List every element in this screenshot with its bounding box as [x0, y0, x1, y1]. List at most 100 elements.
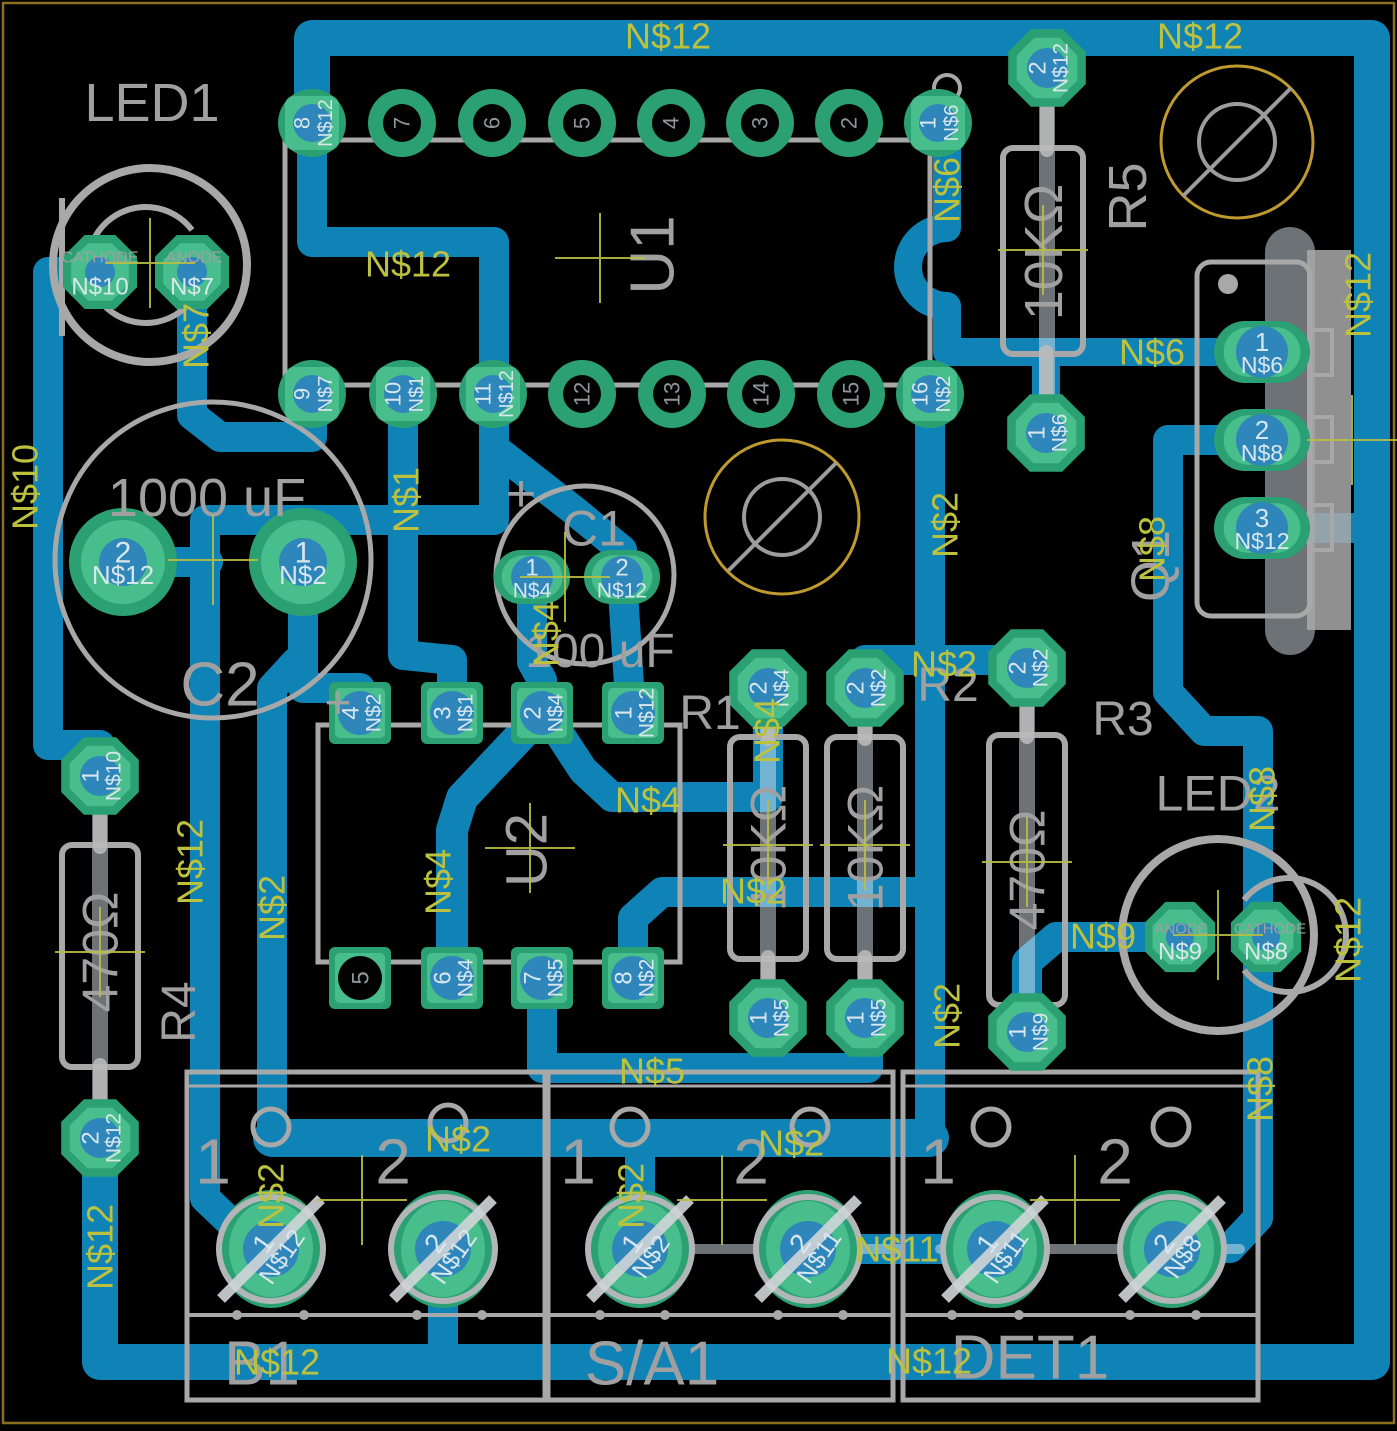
- pad-hole: [474, 375, 512, 413]
- pad-R3-1[interactable]: 1N$9: [988, 993, 1066, 1071]
- pad-B1-1[interactable]: 1N$12: [216, 1190, 326, 1308]
- pad-label: N$6: [941, 105, 963, 142]
- pad-DET1-2[interactable]: 2N$8: [1117, 1190, 1227, 1308]
- pad-label: 7: [390, 117, 415, 129]
- silk-shape-47: [838, 1310, 848, 1320]
- pad-label: N$2: [933, 376, 955, 413]
- b1-outline: [184, 1069, 548, 1403]
- pad-Q1-2[interactable]: 2N$8: [1214, 409, 1310, 471]
- trace-n2-left-vert[interactable]: [257, 647, 311, 1153]
- pad-label: N$8: [1241, 440, 1283, 466]
- pad-label: 3: [429, 706, 456, 719]
- pad-label: 1: [295, 537, 312, 570]
- pad-C1-2[interactable]: 2N$12: [584, 550, 660, 604]
- pad-B1-2[interactable]: 2N$12: [388, 1190, 498, 1308]
- pad-label: 7: [519, 971, 546, 984]
- pad-hole: [384, 375, 422, 413]
- pad-U1-13[interactable]: 13: [638, 360, 706, 428]
- pad-R5-1[interactable]: 1N$6: [1007, 394, 1085, 472]
- pad-U2-8[interactable]: 8N$2: [602, 947, 664, 1009]
- pad-LED1-CATHODE[interactable]: N$10: [63, 235, 137, 309]
- pad-SA1-1[interactable]: 1N$2: [585, 1190, 695, 1308]
- origin-crosshair: [105, 218, 195, 308]
- pad-SA1-2[interactable]: 2N$11: [753, 1190, 863, 1308]
- silk-text: U1: [619, 215, 688, 294]
- pad-slash: [586, 1195, 694, 1303]
- sa1-outline: [545, 1069, 896, 1403]
- pad-U2-5[interactable]: 5: [329, 947, 391, 1009]
- net-label: N$12: [625, 16, 711, 57]
- pad-label: 1: [745, 1011, 772, 1024]
- pad-U2-6[interactable]: 6N$4: [421, 947, 483, 1009]
- mount-hole-top-right[interactable]: [1159, 64, 1315, 220]
- pad-label: 16: [908, 382, 933, 406]
- trace-n6[interactable]: [894, 109, 1276, 366]
- pad-LED1-ANODE[interactable]: N$7: [155, 235, 229, 309]
- pad-U1-14[interactable]: 14: [727, 360, 795, 428]
- pad-U1-12[interactable]: 12: [548, 360, 616, 428]
- pad-hole: [832, 375, 870, 413]
- pad-hole: [563, 104, 601, 142]
- pad-U2-7[interactable]: 7N$5: [511, 947, 573, 1009]
- silk-shape-51: [1191, 1310, 1201, 1320]
- pad-LED2-ANODE[interactable]: N$9: [1144, 901, 1216, 973]
- pad-R4-1[interactable]: 1N$10: [61, 737, 139, 815]
- pad-C2-1[interactable]: 1N$2: [249, 508, 357, 616]
- pad-R5-2[interactable]: 2N$12: [1008, 29, 1086, 107]
- pad-hole: [293, 104, 331, 142]
- pad-U1-7[interactable]: 7: [368, 89, 436, 157]
- pad-U1-5[interactable]: 5: [548, 89, 616, 157]
- silk-shape-41: [299, 1310, 309, 1320]
- pad-label: N$5: [544, 959, 567, 998]
- pad-R1-1[interactable]: 1N$5: [729, 979, 807, 1057]
- net-label: N$12: [234, 1342, 320, 1383]
- mount-hole-center[interactable]: [703, 438, 861, 596]
- pad-U1-4[interactable]: 4: [637, 89, 705, 157]
- pad-slash: [217, 1195, 325, 1303]
- pad-R2-1[interactable]: 1N$5: [826, 979, 904, 1057]
- pad-label: N$5: [770, 999, 793, 1038]
- pad-U2-3[interactable]: 3N$1: [421, 682, 483, 744]
- pad-label: 1: [610, 706, 637, 719]
- net-label: N$12: [1328, 897, 1369, 983]
- silk-text: R2: [917, 659, 978, 712]
- pad-U1-6[interactable]: 6: [458, 89, 526, 157]
- pad-label: N$7: [170, 273, 214, 300]
- pad-label: 6: [429, 971, 456, 984]
- det1-pin2-circle: [1150, 1106, 1192, 1148]
- pad-hole: [99, 538, 147, 586]
- pad-U1-2[interactable]: 2: [815, 89, 883, 157]
- pad-U2-4[interactable]: 4N$2: [329, 682, 391, 744]
- pad-label: N$10: [102, 751, 125, 801]
- pad-LED2-CATHODE[interactable]: N$8: [1230, 901, 1302, 973]
- pad-Q1-1[interactable]: 1N$6: [1214, 321, 1310, 383]
- pad-slash: [1118, 1195, 1226, 1303]
- origin-crosshair: [820, 800, 910, 890]
- pad-Q1-3[interactable]: 3N$12: [1214, 497, 1310, 559]
- net-label: N$9: [1070, 916, 1136, 957]
- pad-R2-2[interactable]: 2N$2: [826, 649, 904, 727]
- pad-U2-1[interactable]: 1N$12: [602, 682, 664, 744]
- pad-C2-2[interactable]: 2N$12: [69, 508, 177, 616]
- pad-drill-ring: [940, 1194, 1050, 1304]
- pad-DET1-1[interactable]: 1N$11: [940, 1190, 1050, 1308]
- pad-R1-2[interactable]: 2N$4: [729, 649, 807, 727]
- pad-R3-2[interactable]: 2N$2: [988, 629, 1066, 707]
- pad-U2-2[interactable]: 2N$4: [511, 682, 573, 744]
- pad-label: N$12: [315, 99, 337, 147]
- pad-label: N$1: [454, 694, 477, 733]
- pad-hole: [520, 691, 564, 735]
- trace-n4-diag[interactable]: [436, 697, 558, 994]
- pad-U1-3[interactable]: 3: [726, 89, 794, 157]
- trace-n12-ring[interactable]: [82, 20, 1390, 1380]
- pad-U1-15[interactable]: 15: [817, 360, 885, 428]
- trace-n8[interactable]: [1153, 425, 1277, 1264]
- pad-R4-2[interactable]: 2N$12: [61, 1099, 139, 1177]
